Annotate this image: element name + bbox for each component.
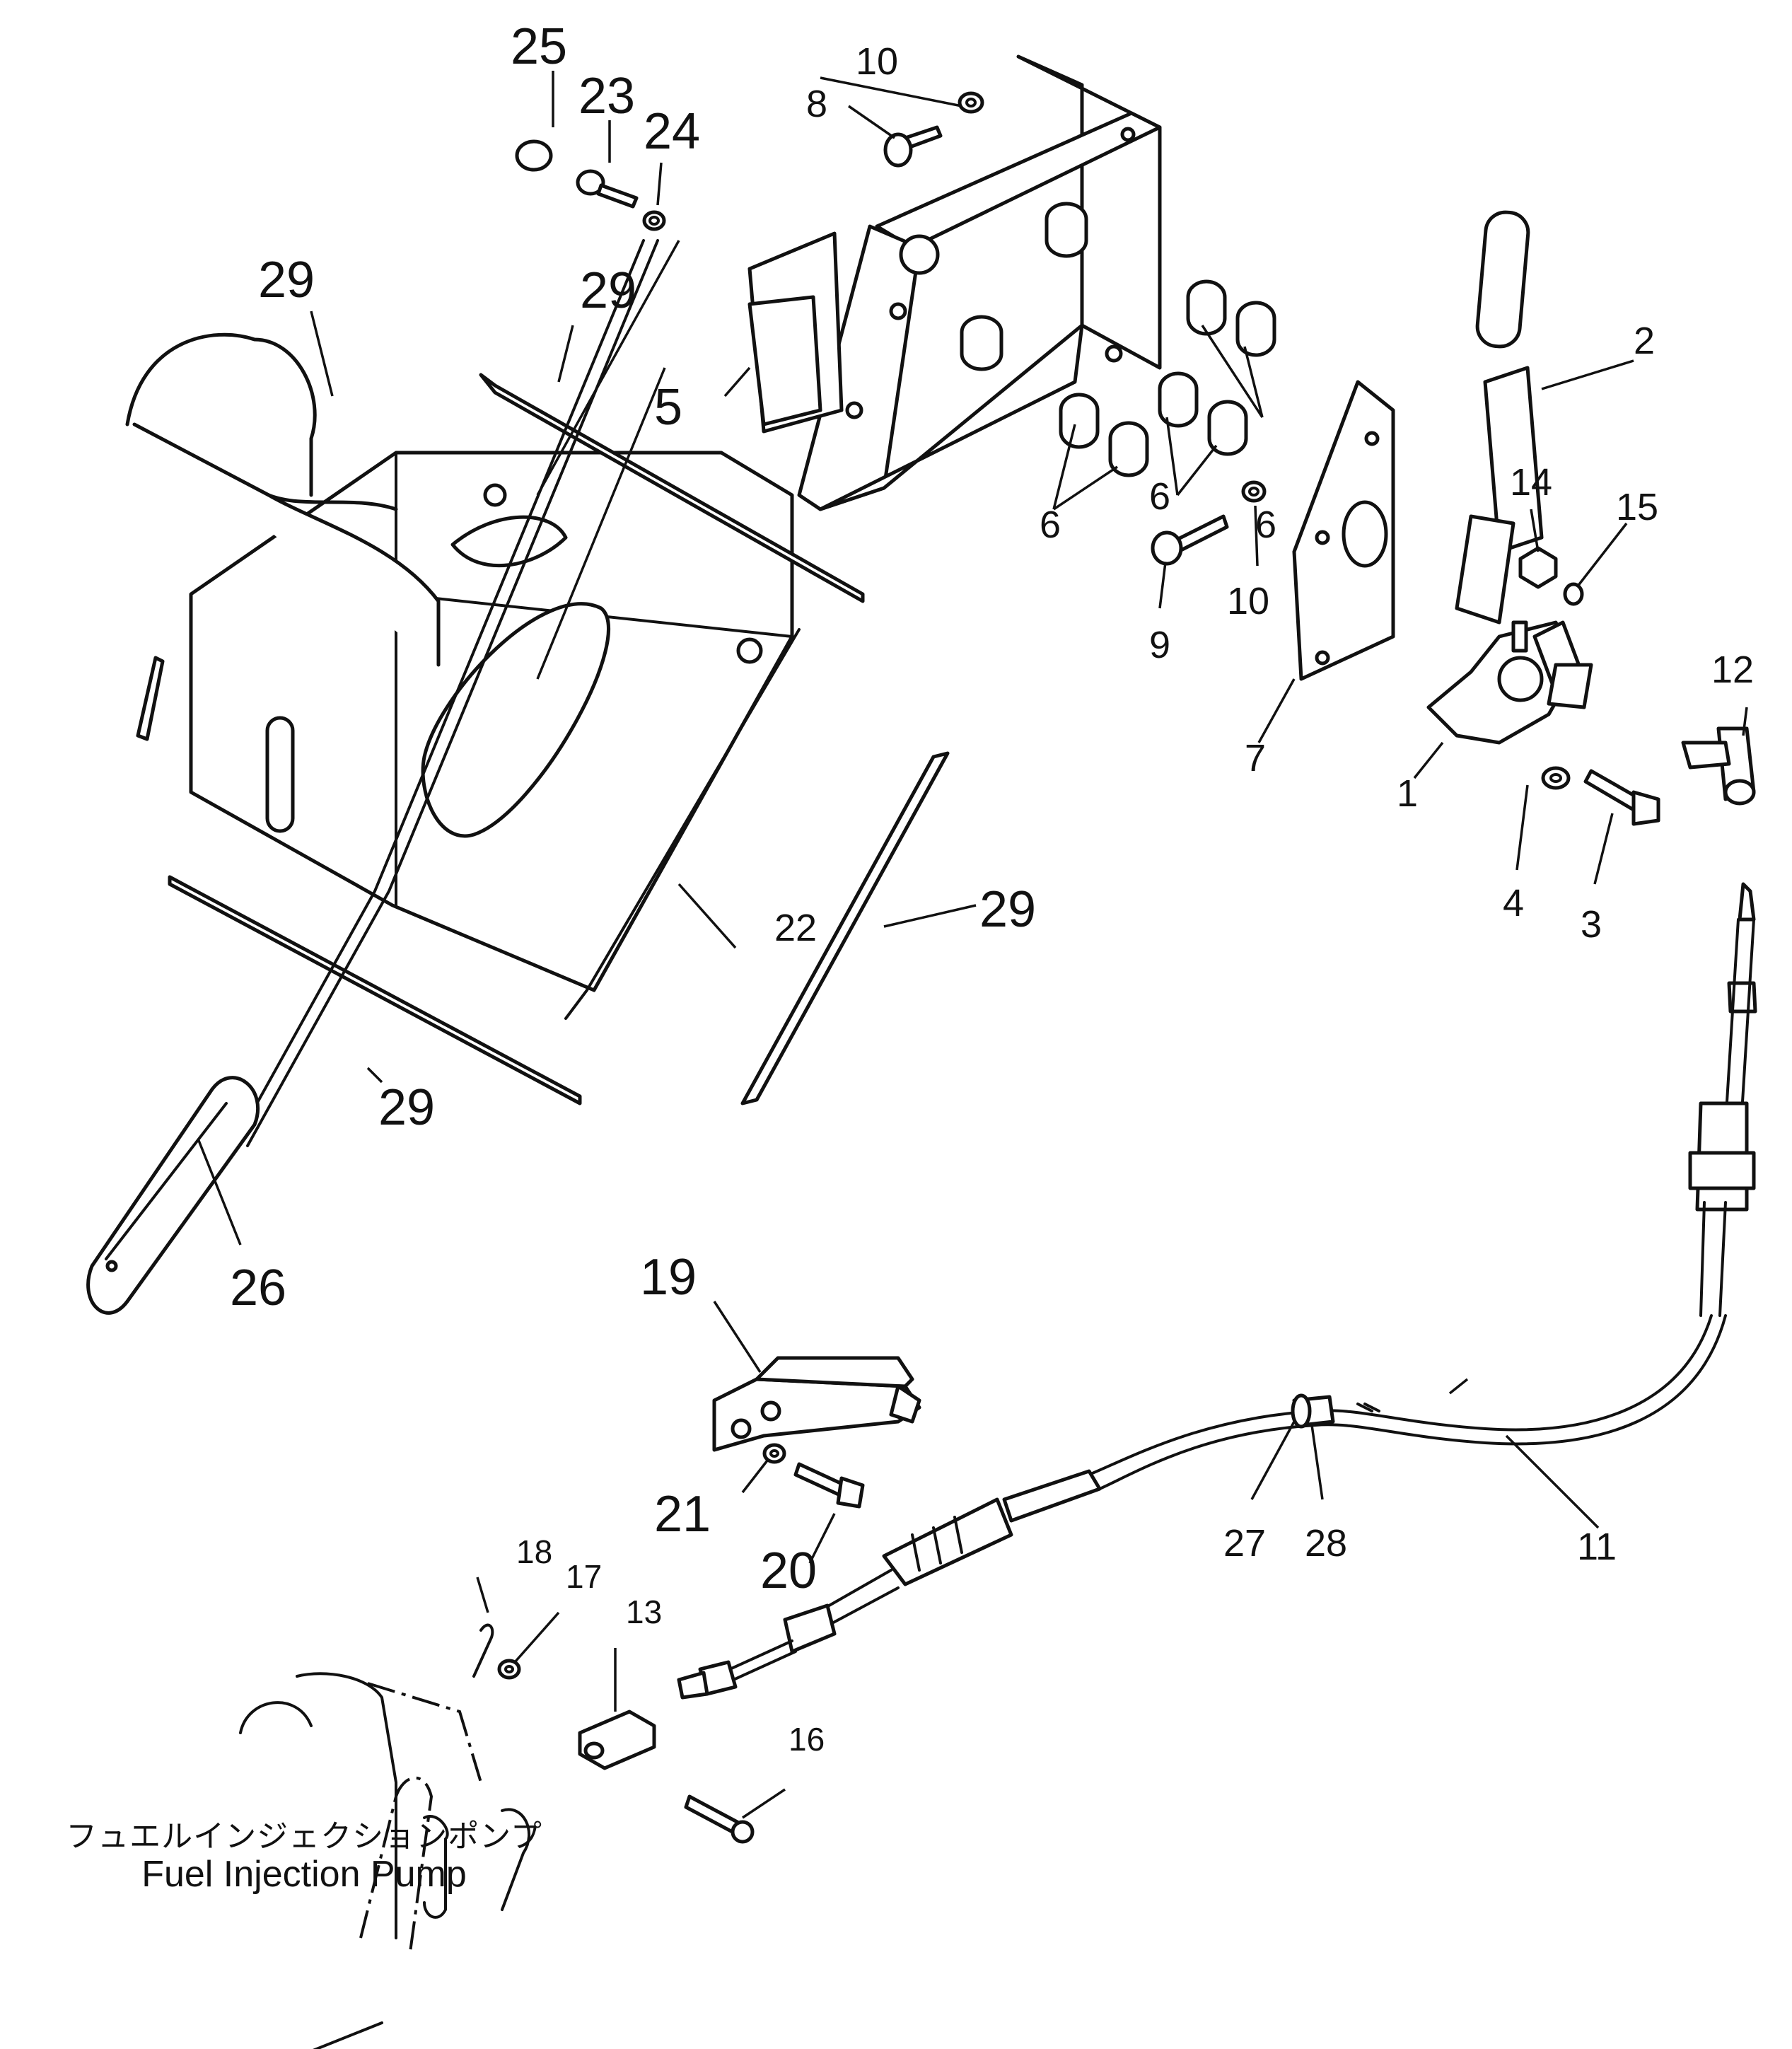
callout-23: 23 — [578, 68, 635, 124]
fuel-injection-pump-outline — [239, 1672, 531, 2049]
callout-22: 22 — [774, 907, 817, 949]
control-cable — [677, 882, 1757, 1700]
callout-14: 14 — [1510, 461, 1552, 504]
nut-and-washer — [1518, 546, 1584, 606]
callout-29-bottom: 29 — [378, 1079, 435, 1136]
clevis-assembly — [472, 1623, 755, 1844]
callout-10-mid: 10 — [1227, 580, 1269, 622]
callout-13: 13 — [626, 1594, 662, 1630]
callout-28: 28 — [1305, 1522, 1347, 1565]
bolt-and-washer — [1541, 766, 1660, 826]
callout-27: 27 — [1223, 1522, 1266, 1565]
bolts-and-washers — [883, 91, 1267, 566]
callout-18: 18 — [516, 1533, 552, 1570]
callout-15: 15 — [1616, 486, 1658, 528]
callout-11: 11 — [1577, 1526, 1617, 1568]
callout-labels: 25 23 24 29 29 5 29 29 26 22 10 8 9 10 7… — [230, 18, 1754, 1758]
callout-4: 4 — [1503, 882, 1524, 924]
callout-29-right: 29 — [979, 881, 1036, 938]
callout-19: 19 — [640, 1249, 697, 1306]
throttle-lever — [1426, 210, 1593, 745]
callout-6-left: 6 — [1040, 504, 1061, 546]
control-rod — [232, 239, 659, 1147]
leader-lines — [197, 71, 1748, 1819]
bushings — [960, 202, 1276, 477]
callout-1: 1 — [1397, 772, 1418, 815]
callout-2: 2 — [1634, 320, 1655, 362]
callout-10-top: 10 — [856, 40, 898, 83]
callout-5: 5 — [654, 379, 682, 436]
cable-joint — [1681, 726, 1756, 806]
callout-6-right: 6 — [1255, 504, 1276, 546]
callout-21: 21 — [654, 1486, 711, 1543]
callout-12: 12 — [1711, 649, 1754, 691]
callout-24: 24 — [644, 103, 700, 160]
mounting-plate — [1292, 380, 1395, 681]
callout-20: 20 — [760, 1543, 817, 1599]
callout-7: 7 — [1245, 737, 1266, 779]
callout-25: 25 — [511, 18, 567, 75]
cable-bracket — [712, 1356, 921, 1509]
callout-6-mid: 6 — [1149, 475, 1170, 518]
callout-8: 8 — [806, 83, 827, 125]
caption-japanese: フュエルインジェクションポンプ — [66, 1819, 542, 1854]
callout-9: 9 — [1149, 624, 1170, 666]
grab-handle — [125, 332, 441, 667]
callout-29-handle: 29 — [258, 252, 315, 308]
trim-strips — [136, 373, 950, 1105]
callout-16: 16 — [789, 1721, 825, 1758]
callout-29-top: 29 — [580, 262, 636, 319]
callout-3: 3 — [1581, 903, 1602, 946]
caption-english: Fuel Injection Pump — [141, 1854, 467, 1895]
pedal-pad — [86, 1076, 260, 1315]
lever-bracket — [747, 54, 1162, 511]
callout-26: 26 — [230, 1260, 286, 1316]
callout-17: 17 — [566, 1558, 602, 1595]
cap-bolt-washer — [515, 139, 666, 231]
